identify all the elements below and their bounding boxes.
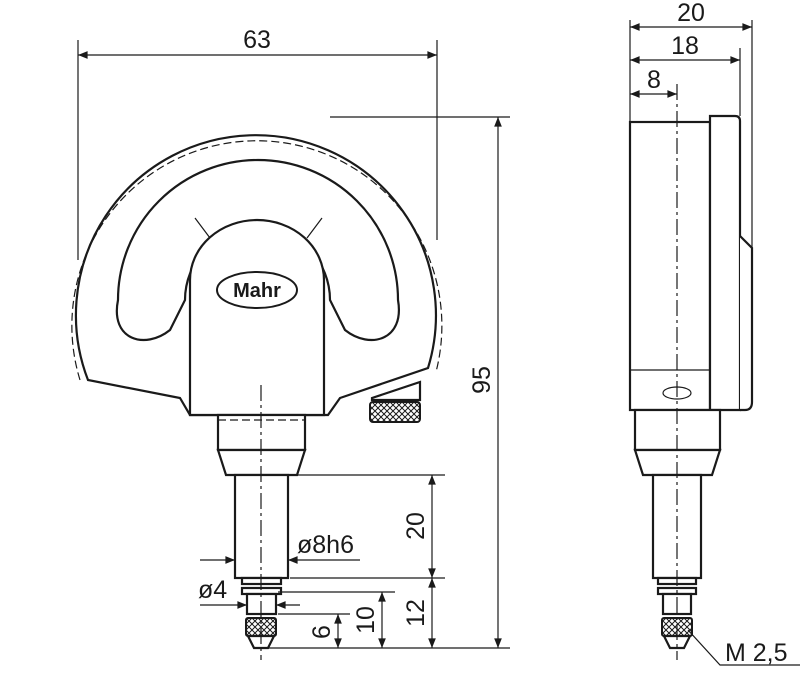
svg-text:10: 10 bbox=[352, 606, 380, 634]
pointer-ears bbox=[194, 217, 323, 239]
svg-text:Mahr: Mahr bbox=[233, 280, 281, 302]
dim-width: 63 bbox=[77, 26, 438, 260]
svg-text:18: 18 bbox=[671, 32, 699, 60]
svg-text:12: 12 bbox=[402, 599, 430, 627]
stem bbox=[216, 385, 307, 660]
adjust-knob[interactable] bbox=[369, 380, 422, 423]
center-block bbox=[188, 218, 326, 417]
svg-text:ø4: ø4 bbox=[198, 576, 227, 604]
dim-stem-diameter: ø8h6 bbox=[200, 531, 360, 564]
dim-side-18: 18 bbox=[629, 32, 741, 116]
dim-side-8: 8 bbox=[629, 66, 678, 98]
svg-text:M 2,5: M 2,5 bbox=[725, 639, 788, 667]
svg-text:ø8h6: ø8h6 bbox=[297, 531, 354, 559]
svg-text:6: 6 bbox=[308, 625, 336, 639]
svg-text:95: 95 bbox=[468, 366, 496, 394]
front-view: Mahr 63 95 bbox=[71, 26, 510, 660]
side-view: 20 18 8 M 2,5 bbox=[628, 0, 800, 667]
svg-text:63: 63 bbox=[243, 26, 271, 54]
mahr-logo: Mahr bbox=[216, 271, 298, 309]
dim-10: 10 bbox=[278, 591, 395, 649]
dim-side-20: 20 bbox=[629, 0, 753, 248]
horseshoe-cutout bbox=[115, 158, 401, 342]
dim-tip-diameter: ø4 bbox=[198, 576, 300, 609]
svg-text:20: 20 bbox=[402, 512, 430, 540]
housing-dash-outline bbox=[71, 140, 443, 381]
thread-callout: M 2,5 bbox=[687, 629, 800, 667]
svg-text:20: 20 bbox=[677, 0, 705, 27]
dim-12: 12 bbox=[402, 577, 436, 649]
dim-height: 95 bbox=[262, 116, 510, 649]
svg-text:8: 8 bbox=[647, 66, 661, 94]
dim-stem-length: 20 bbox=[290, 474, 445, 579]
dim-6: 6 bbox=[278, 613, 350, 649]
